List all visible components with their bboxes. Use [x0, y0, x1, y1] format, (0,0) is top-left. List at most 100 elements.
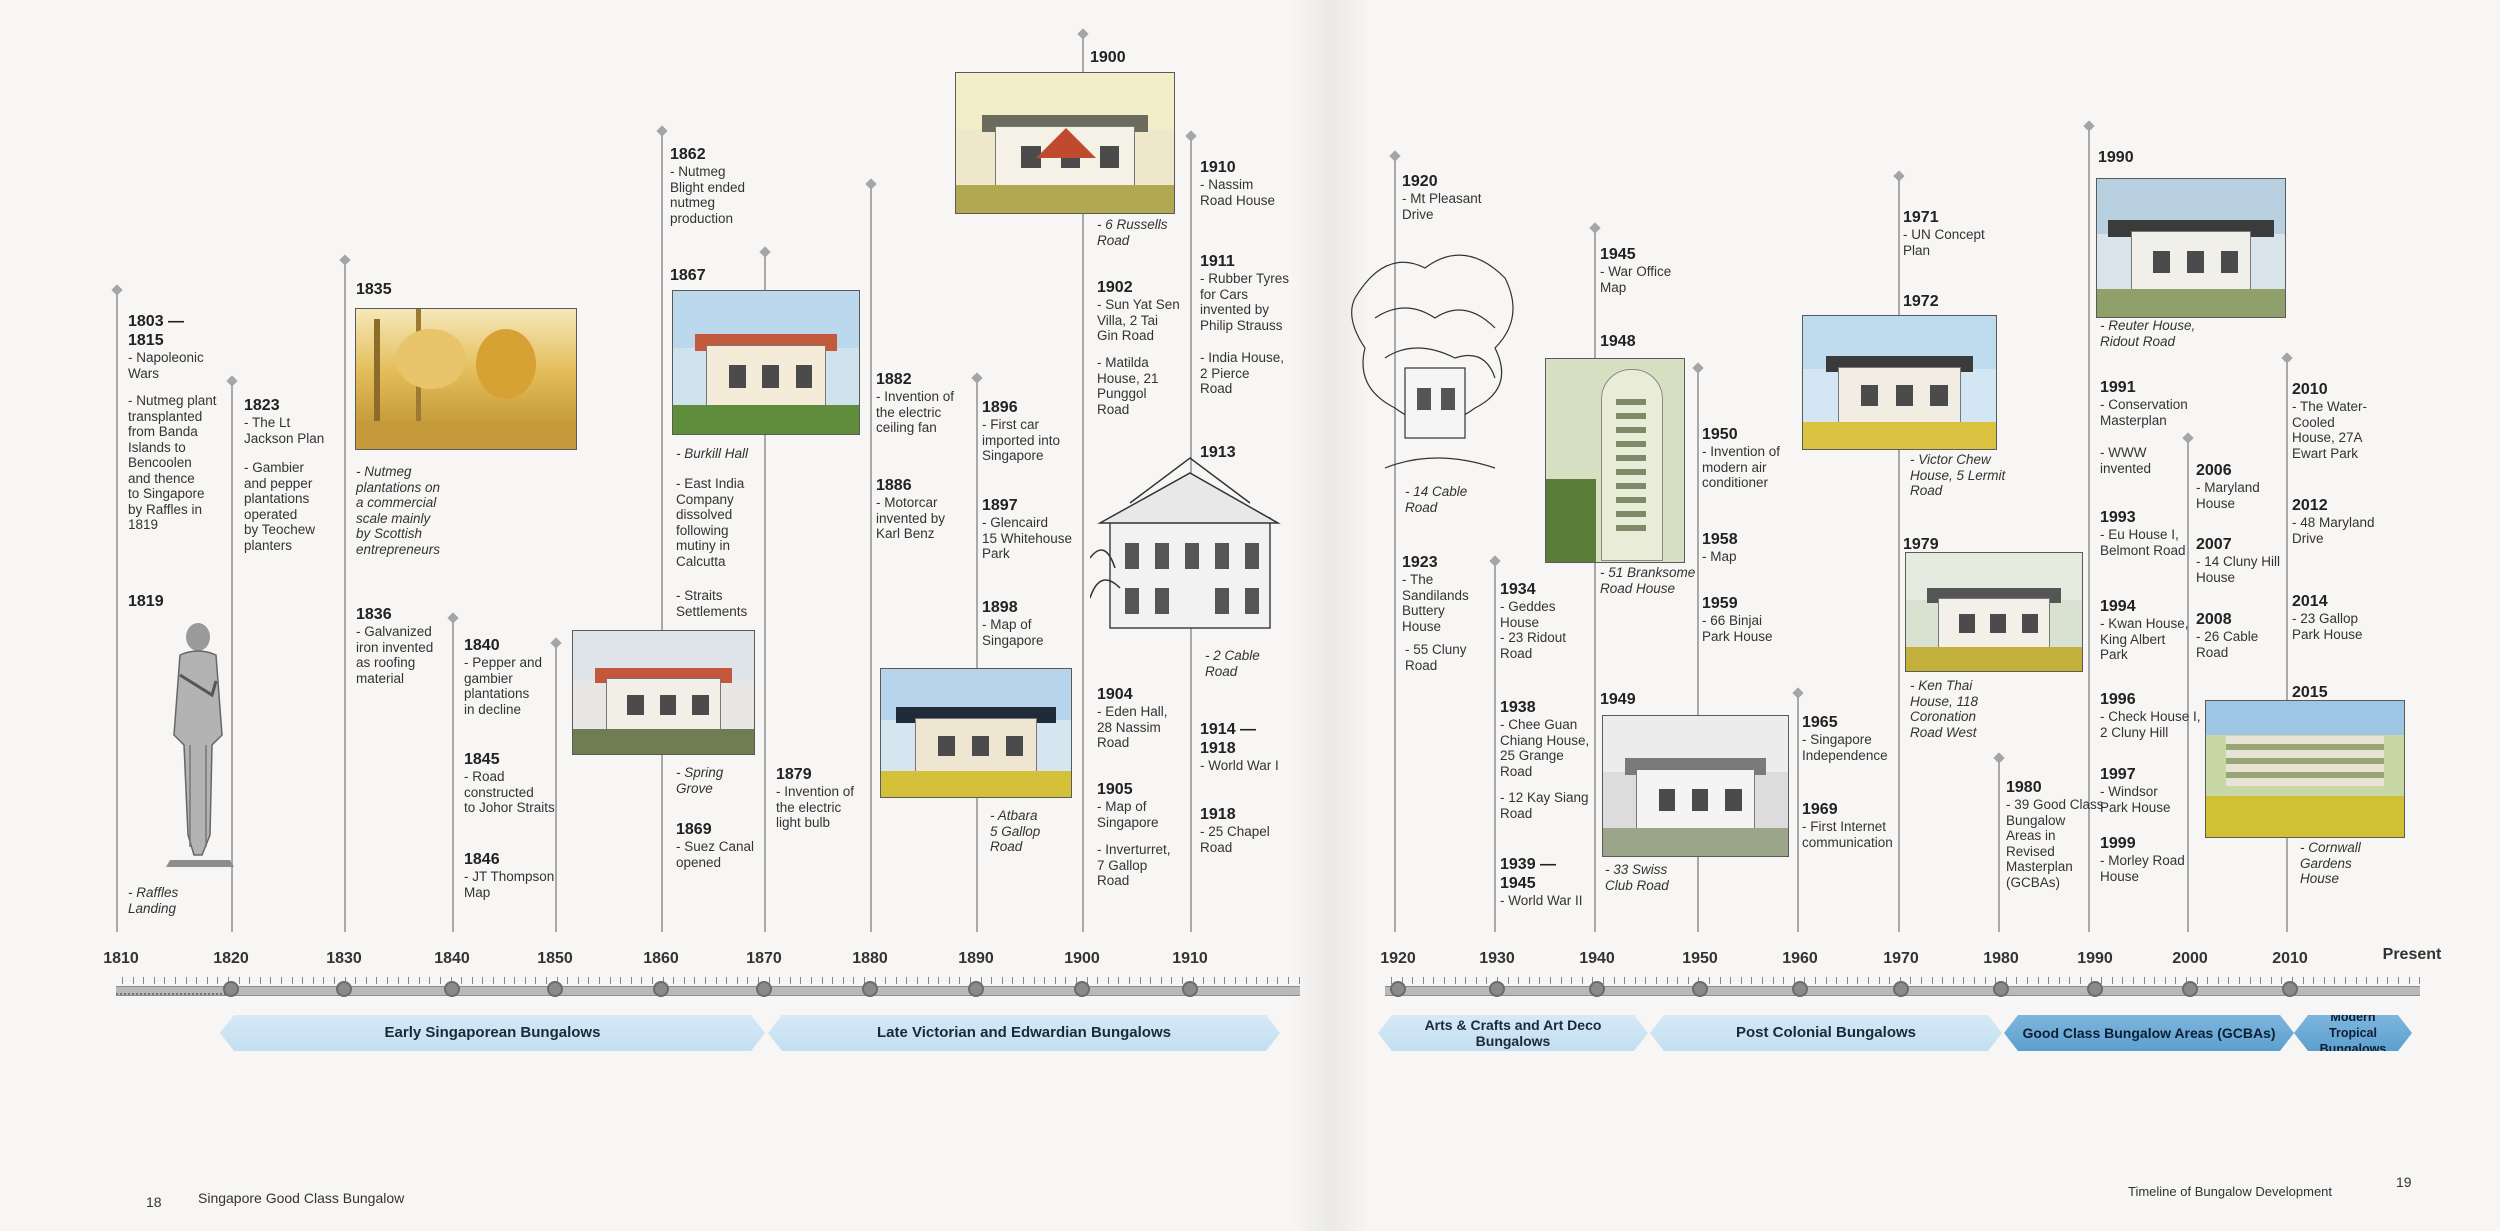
axis-tick	[1560, 977, 1562, 984]
axis-label-1990: 1990	[2077, 950, 2113, 967]
axis-tick	[609, 977, 611, 984]
event-year: 2006	[2196, 462, 2232, 479]
event-text: - Invention of	[1702, 444, 1781, 459]
axis-tick	[2387, 977, 2389, 984]
event-text: - Windsor	[2100, 784, 2158, 799]
axis-tick	[1974, 977, 1975, 984]
axis-tick	[2090, 977, 2092, 984]
axis-node	[336, 981, 352, 997]
axis-tick	[2175, 977, 2177, 984]
event-year: 2012	[2292, 497, 2328, 514]
event-year: 1867	[670, 267, 706, 284]
band-early-singaporean-bungalows: Early Singaporean Bungalows	[220, 1015, 765, 1051]
axis-tick	[1023, 977, 1024, 984]
axis-node	[968, 981, 984, 997]
event-text: Drive	[1402, 206, 1434, 222]
event-text: - 33 Swiss	[1605, 862, 1668, 877]
raffles-statue-illustration	[166, 623, 234, 867]
axis-tick	[132, 977, 134, 984]
event-year: 1991	[2100, 379, 2136, 396]
axis-tick	[1645, 977, 1647, 984]
event-text: Gin Road	[1097, 328, 1155, 343]
event-text: - UN Concept	[1903, 227, 1985, 242]
axis-tick	[652, 977, 653, 984]
axis-tick	[1160, 977, 1162, 984]
connector-marker	[1993, 752, 2005, 764]
axis-tick	[1277, 977, 1279, 984]
event-text: Karl Benz	[876, 526, 935, 541]
axis-tick	[440, 977, 441, 984]
event-text: to Singapore	[128, 486, 205, 501]
axis-tick	[238, 977, 240, 984]
event-text: - 39 Good Class	[2006, 797, 2104, 812]
axis-tick	[418, 977, 420, 984]
event-year: 1945	[1600, 246, 1636, 263]
axis-node	[2087, 981, 2103, 997]
event-year: 1980	[2006, 779, 2042, 796]
axis-tick	[1497, 977, 1498, 984]
event-text: entrepreneurs	[356, 541, 441, 557]
event-text: imported into	[982, 432, 1061, 448]
event-year: 1913	[1200, 444, 1236, 461]
event-text: - Burkill Hall	[676, 446, 749, 461]
event-year: 2015	[2292, 684, 2328, 701]
event-text: Road	[1205, 663, 1238, 679]
event-text: Road	[2196, 644, 2229, 660]
axis-tick	[1401, 977, 1403, 984]
axis-tick	[1001, 977, 1003, 984]
axis-tick	[2249, 977, 2251, 984]
axis-tick	[1772, 977, 1774, 984]
event-text: Bencoolen	[128, 455, 192, 470]
event-year: 1920	[1402, 173, 1438, 190]
band-gcba: Good Class Bungalow Areas (GCBAs)	[2004, 1015, 2294, 1051]
axis-label-1830: 1830	[326, 950, 362, 967]
event-text: Punggol	[1097, 386, 1147, 401]
connector-marker	[2182, 432, 2194, 444]
axis-tick	[2037, 977, 2039, 984]
event-year: 1911	[1200, 253, 1235, 270]
axis-tick	[1846, 977, 1848, 984]
event-year: 1910	[1200, 159, 1236, 176]
event-text: - Morley Road	[2100, 853, 2185, 868]
axis-tick	[1952, 977, 1954, 984]
axis-tick	[1889, 977, 1891, 984]
axis-tick	[2164, 977, 2166, 984]
event-text: Bungalow	[2006, 812, 2066, 828]
axis-tick	[259, 977, 261, 984]
event-text: 28 Nassim	[1097, 719, 1161, 735]
axis-tick	[577, 977, 579, 984]
axis-tick	[2292, 977, 2293, 984]
band-late-victorian-edwardian: Late Victorian and Edwardian Bungalows	[768, 1015, 1280, 1051]
event-text: - Eden Hall,	[1097, 704, 1168, 719]
event-text: - The	[1402, 572, 1434, 587]
connector-marker	[971, 372, 983, 384]
axis-tick	[2133, 977, 2134, 984]
connector-marker	[550, 637, 562, 649]
event-text: and thence	[128, 470, 195, 486]
event-text: Villa, 2 Tai	[1097, 312, 1159, 328]
connector-marker	[2083, 120, 2095, 132]
event-text: Chiang House,	[1500, 732, 1590, 748]
axis-tick	[503, 977, 505, 984]
event-text: - Napoleonic	[128, 350, 204, 365]
axis-tick	[122, 977, 123, 984]
event-year: 1862	[670, 146, 706, 163]
axis-tick	[1825, 977, 1827, 984]
axis-tick	[588, 977, 590, 984]
axis-tick	[1097, 977, 1099, 984]
event-text: - Nassim	[1200, 177, 1254, 192]
axis-tick	[1571, 977, 1573, 984]
event-year: 1886	[876, 477, 912, 494]
event-year: 1918	[1200, 740, 1236, 757]
event-text: communication	[1802, 834, 1893, 850]
event-text: House	[1402, 618, 1442, 634]
